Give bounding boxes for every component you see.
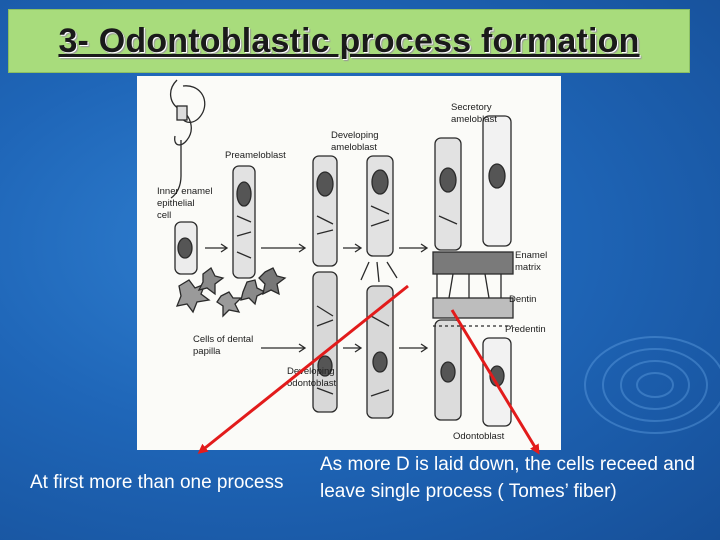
title-banner: 3- Odontoblastic process formation (8, 9, 690, 73)
label-enamel-matrix-2: matrix (515, 262, 541, 273)
background-swirl (584, 336, 720, 434)
label-developing-ameloblast-1: Developing (331, 130, 379, 141)
caption-left: At first more than one process (30, 472, 284, 493)
label-developing-odontoblast-1: Developing (287, 366, 335, 377)
label-developing-ameloblast-2: ameloblast (331, 142, 377, 153)
label-dentin: Dentin (509, 294, 536, 305)
label-dental-papilla-2: papilla (193, 346, 221, 357)
label-inner-enamel-1: Inner enamel (157, 186, 212, 197)
diagram-figure: Secretory ameloblast Developing amelobla… (137, 76, 561, 450)
caption-right: As more D is laid down, the cells receed… (320, 454, 695, 502)
label-inner-enamel-3: cell (157, 210, 171, 221)
label-dental-papilla-1: Cells of dental (193, 334, 253, 345)
arrow-left-process (197, 284, 409, 454)
label-predentin: Predentin (505, 324, 546, 335)
label-developing-odontoblast-2: odontoblast (287, 378, 336, 389)
label-secretory-ameloblast-2: ameloblast (451, 114, 497, 125)
label-preameloblast: Preameloblast (225, 150, 286, 161)
label-inner-enamel-2: epithelial (157, 198, 195, 209)
cell-diagram: Secretory ameloblast Developing amelobla… (157, 79, 547, 442)
slide-title: 3- Odontoblastic process formation (58, 22, 640, 60)
label-enamel-matrix-1: Enamel (515, 250, 547, 261)
label-secretory-ameloblast-1: Secretory (451, 102, 492, 113)
label-odontoblast: Odontoblast (453, 431, 505, 442)
arrow-right-process (450, 309, 540, 455)
